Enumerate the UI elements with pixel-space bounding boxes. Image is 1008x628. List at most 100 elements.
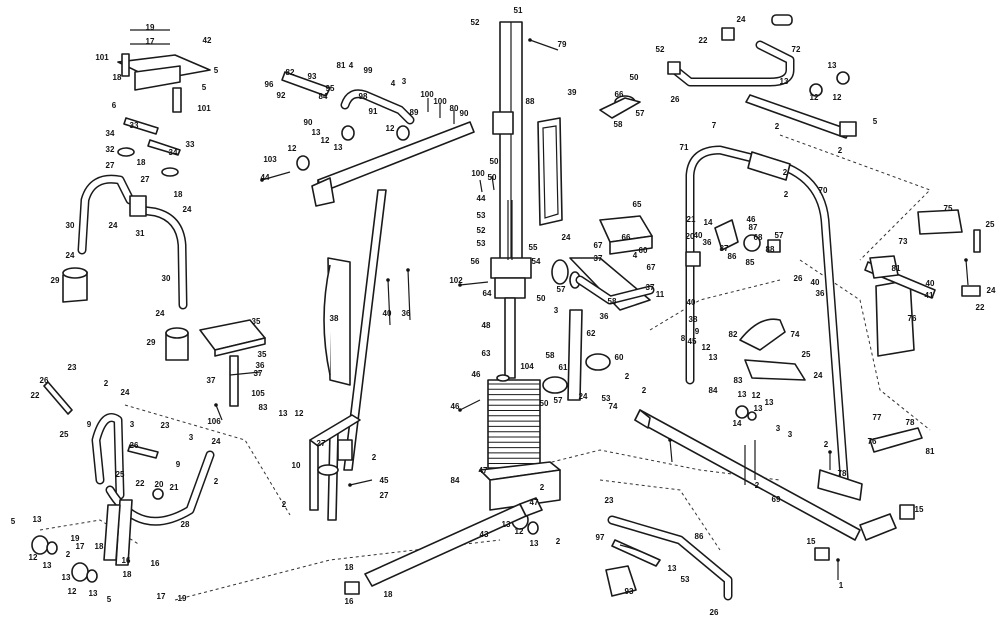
part-callout: 23	[161, 421, 170, 430]
part-callout: 2	[66, 550, 71, 559]
part-callout: 24	[562, 233, 571, 242]
part-callout: 29	[147, 338, 156, 347]
part-callout: 39	[568, 88, 577, 97]
part-callout: 82	[286, 68, 295, 77]
part-callout: 29	[51, 276, 60, 285]
part-callout: 1	[839, 581, 844, 590]
part-callout: 25	[60, 430, 69, 439]
part-callout: 3	[402, 77, 407, 86]
part-callout: 12	[295, 409, 304, 418]
part-callout: 54	[532, 257, 541, 266]
part-callout: 26	[130, 441, 139, 450]
part-callout: 95	[326, 84, 335, 93]
part-callout: 101	[95, 53, 109, 62]
part-callout: 37	[594, 254, 603, 263]
part-callout: 81	[337, 61, 346, 70]
part-callout: 2	[625, 372, 630, 381]
part-callout: 24	[579, 392, 588, 401]
part-callout: 15	[807, 537, 816, 546]
part-callout: 58	[608, 297, 617, 306]
part-callout: 52	[477, 226, 486, 235]
part-callout: 3	[130, 420, 135, 429]
part-callout: 17	[157, 592, 166, 601]
part-callout: 45	[688, 337, 697, 346]
part-callout: 53	[477, 211, 486, 220]
part-callout: 12	[833, 93, 842, 102]
part-callout: 12	[68, 587, 77, 596]
part-callout: 3	[788, 430, 793, 439]
part-callout: 12	[321, 136, 330, 145]
part-callout: 89	[410, 108, 419, 117]
part-callout: 21	[170, 483, 179, 492]
part-callout: 60	[639, 246, 648, 255]
part-callout: 46	[472, 370, 481, 379]
part-callout: 2	[642, 386, 647, 395]
part-callout: 7	[712, 121, 717, 130]
part-callout: 22	[976, 303, 985, 312]
part-callout: 100	[420, 90, 434, 99]
part-callout: 34	[106, 129, 115, 138]
part-callout: 68	[754, 233, 763, 242]
part-callout: 97	[596, 533, 605, 542]
part-callout: 13	[89, 589, 98, 598]
part-callout: 3	[776, 424, 781, 433]
part-callout: 87	[749, 223, 758, 232]
part-callout: 48	[482, 321, 491, 330]
part-callout: 65	[633, 200, 642, 209]
part-callout: 102	[449, 276, 463, 285]
part-callout: 91	[369, 107, 378, 116]
press-arm-assembly	[281, 71, 475, 207]
part-callout: 40	[383, 309, 392, 318]
part-callout: 37	[254, 369, 263, 378]
part-callout: 74	[791, 330, 800, 339]
part-callout: 35	[252, 317, 261, 326]
part-callout: 75	[944, 204, 953, 213]
part-callout: 90	[304, 118, 313, 127]
part-callout: 57	[554, 396, 563, 405]
part-callout: 18	[174, 190, 183, 199]
part-callout: 13	[312, 128, 321, 137]
part-callout: 35	[258, 350, 267, 359]
base-frame	[634, 409, 923, 561]
part-callout: 50	[630, 73, 639, 82]
part-callout: 24	[66, 251, 75, 260]
part-callout: 3	[189, 433, 194, 442]
part-callout: 26	[710, 608, 719, 617]
part-callout: 18	[113, 73, 122, 82]
part-callout: 64	[483, 289, 492, 298]
part-callout: 83	[259, 403, 268, 412]
part-callout: 2	[540, 483, 545, 492]
part-callout: 23	[68, 363, 77, 372]
part-callout: 98	[359, 92, 368, 101]
part-callout: 24	[987, 286, 996, 295]
center-tower	[490, 21, 563, 379]
part-callout: 55	[529, 243, 538, 252]
part-callout: 4	[349, 61, 354, 70]
part-callout: 27	[317, 439, 326, 448]
part-callout: 53	[602, 394, 611, 403]
part-callout: 84	[451, 476, 460, 485]
part-callout: 12	[29, 553, 38, 562]
part-callout: 12	[288, 144, 297, 153]
part-callout: 13	[43, 561, 52, 570]
part-callout: 13	[765, 398, 774, 407]
part-callout: 93	[625, 587, 634, 596]
part-callout: 28	[181, 520, 190, 529]
part-callout: 41	[925, 291, 934, 300]
part-callout: 51	[514, 6, 523, 15]
part-callout: 83	[734, 376, 743, 385]
part-callout: 24	[109, 221, 118, 230]
part-callout: 47	[530, 498, 539, 507]
part-callout: 12	[752, 391, 761, 400]
part-callout: 72	[792, 45, 801, 54]
part-callout: 33	[130, 121, 139, 130]
part-callout: 13	[33, 515, 42, 524]
part-callout: 10	[292, 461, 301, 470]
part-callout: 90	[460, 109, 469, 118]
part-callout: 46	[451, 402, 460, 411]
part-callout: 2	[104, 379, 109, 388]
part-callout: 36	[256, 361, 265, 370]
part-callout: 100	[433, 97, 447, 106]
part-callout: 13	[828, 61, 837, 70]
part-callout: 15	[915, 505, 924, 514]
